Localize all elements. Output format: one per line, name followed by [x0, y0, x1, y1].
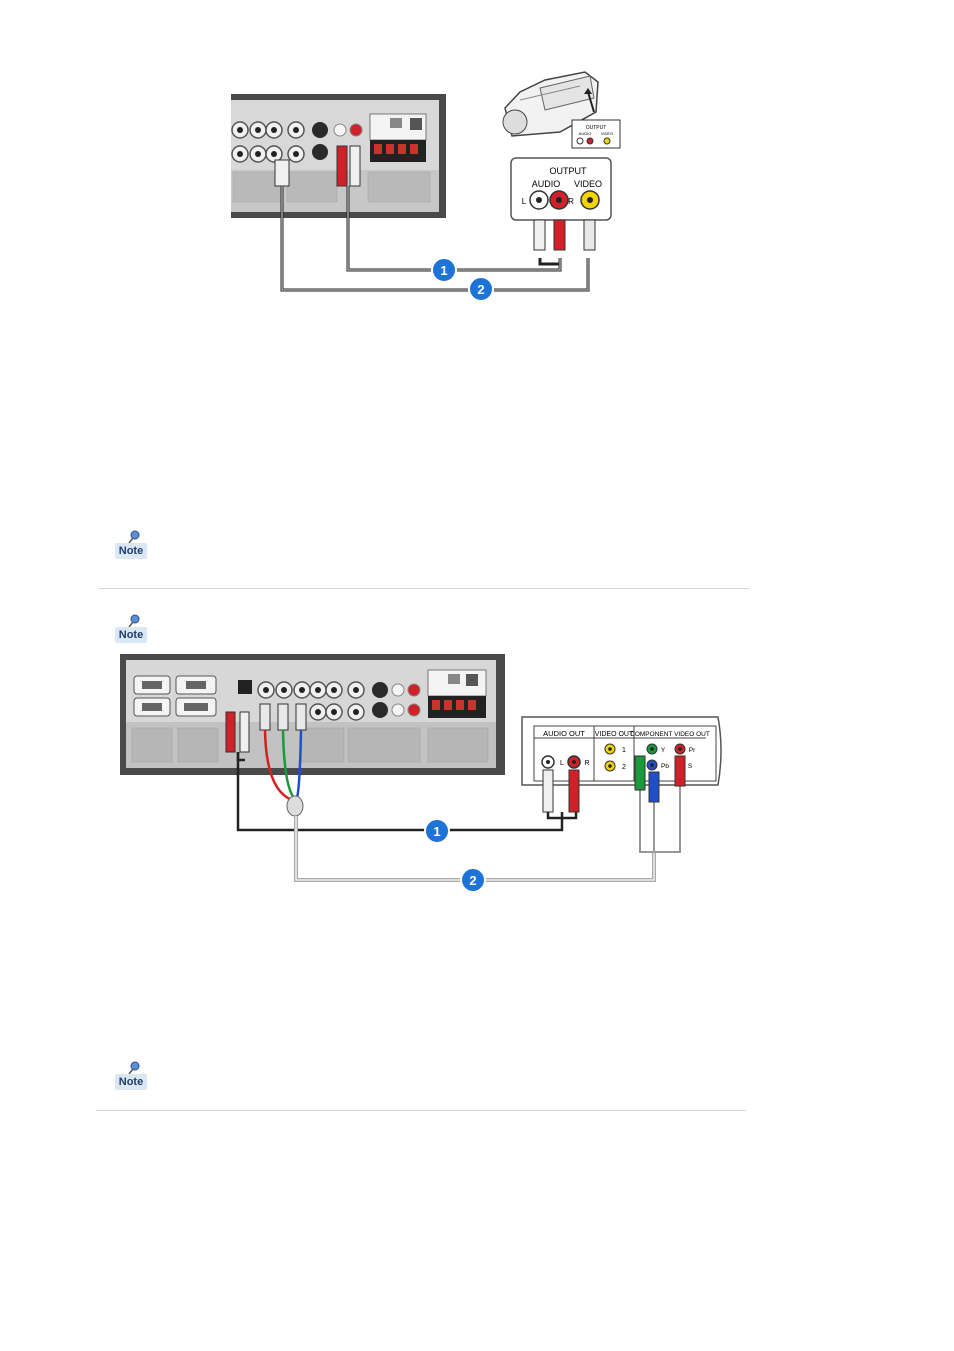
note-label: Note	[115, 627, 147, 643]
svg-text:S: S	[688, 763, 693, 770]
callout-1: 1	[424, 818, 450, 844]
svg-text:1: 1	[622, 747, 626, 754]
section-divider	[98, 588, 750, 589]
pin-icon	[128, 614, 140, 628]
audio-label: AUDIO	[532, 179, 561, 189]
video-label: VIDEO	[574, 179, 602, 189]
rear-panel-1	[231, 94, 446, 218]
svg-text:VIDEO: VIDEO	[601, 131, 613, 136]
svg-text:Pr: Pr	[689, 747, 696, 754]
note-icon: Note	[115, 614, 149, 644]
svg-text:2: 2	[477, 282, 484, 297]
section-divider	[96, 1110, 746, 1111]
callout-1: 1	[431, 257, 457, 283]
rear-panel-2	[120, 654, 505, 775]
svg-text:2: 2	[622, 764, 626, 771]
component-source-panel: AUDIO OUT VIDEO OUT COMPONENT VIDEO OUT …	[521, 716, 722, 786]
pin-icon	[128, 530, 140, 544]
note-icon: Note	[115, 530, 149, 560]
svg-text:2: 2	[469, 873, 476, 888]
callout-2: 2	[468, 276, 494, 302]
svg-text:1: 1	[433, 824, 440, 839]
svg-text:L: L	[522, 197, 527, 206]
video-out-label: VIDEO OUT	[595, 731, 634, 738]
camcorder-output-tag: OUTPUT AUDIO VIDEO	[571, 119, 621, 149]
av-output-box: OUTPUT AUDIO VIDEO L R	[510, 157, 612, 221]
svg-text:AUDIO: AUDIO	[579, 131, 592, 136]
svg-text:Y: Y	[661, 747, 666, 754]
svg-text:Pb: Pb	[661, 763, 669, 770]
output-title: OUTPUT	[550, 166, 588, 176]
svg-text:R: R	[584, 760, 589, 767]
svg-text:1: 1	[440, 263, 447, 278]
callout-2: 2	[460, 867, 486, 893]
svg-text:R: R	[568, 197, 574, 206]
figure-2-component-connection: AUDIO OUT VIDEO OUT COMPONENT VIDEO OUT …	[120, 654, 722, 893]
note-label: Note	[115, 543, 147, 559]
figure-1-av-connection: OUTPUT AUDIO VIDEO OUTPUT AUDIO VIDEO L …	[231, 71, 621, 302]
svg-text:OUTPUT: OUTPUT	[586, 125, 607, 131]
note-icon: Note	[115, 1061, 149, 1091]
svg-text:L: L	[560, 760, 564, 767]
component-video-out-label: COMPONENT VIDEO OUT	[630, 731, 710, 738]
note-label: Note	[115, 1074, 147, 1090]
audio-out-label: AUDIO OUT	[543, 729, 585, 738]
pin-icon	[128, 1061, 140, 1075]
